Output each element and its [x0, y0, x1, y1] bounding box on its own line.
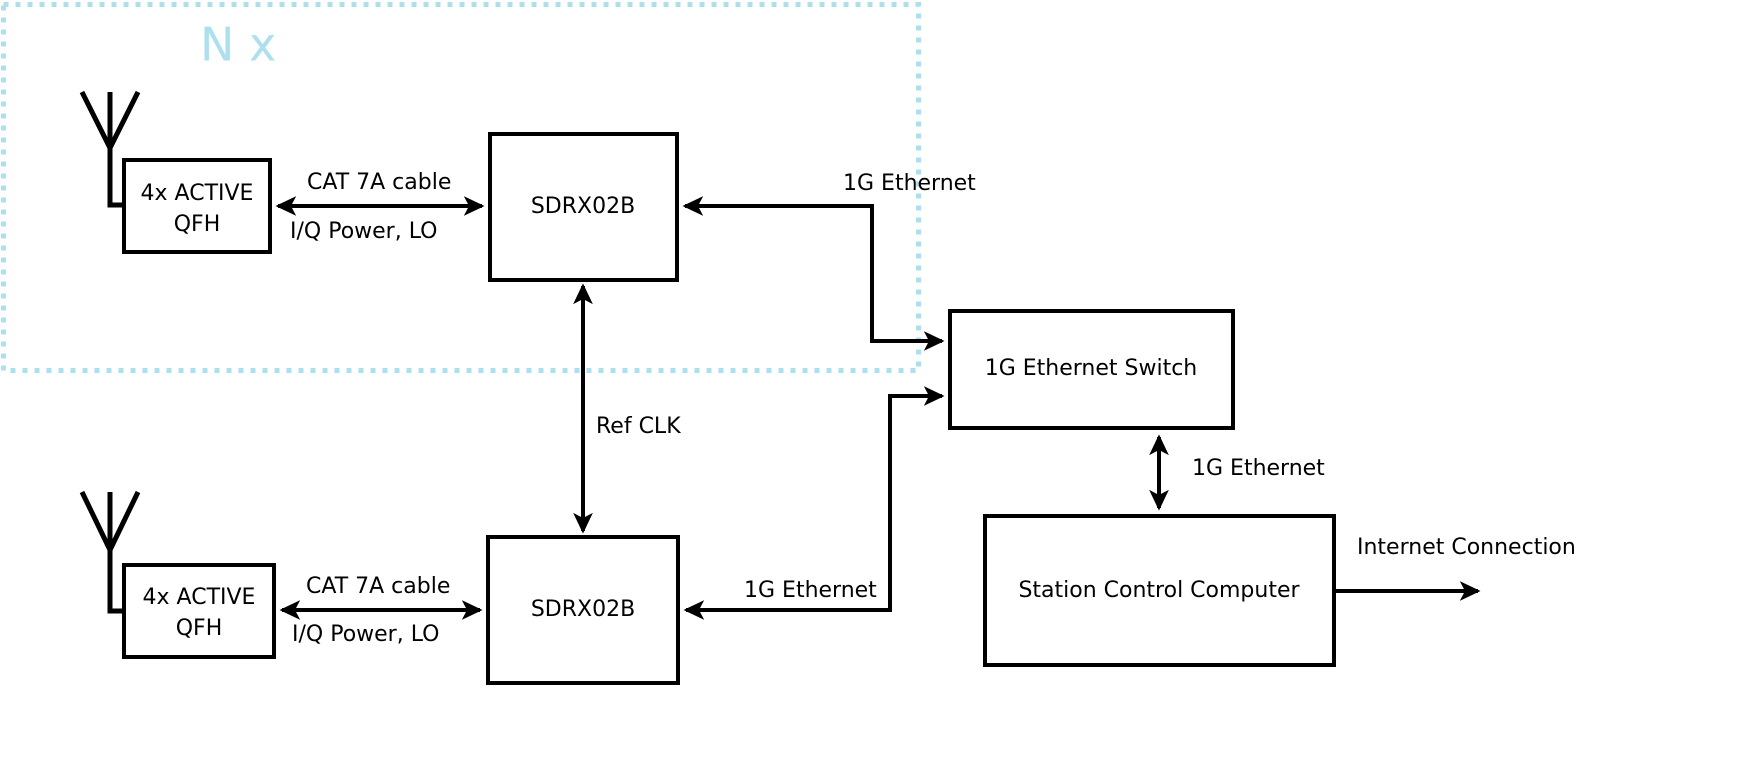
edge-label-internet-connection: Internet Connection [1357, 535, 1576, 560]
group-boundary-nx [1, 2, 921, 373]
node-qfh-bottom-label-line1: 4x ACTIVE [143, 585, 256, 610]
node-ethernet-switch[interactable] [948, 309, 1235, 430]
edge-label-eth-sdr-bottom: 1G Ethernet [744, 578, 877, 603]
node-qfh-bottom[interactable] [122, 563, 276, 659]
edge-label-eth-switch-computer: 1G Ethernet [1192, 456, 1325, 481]
antenna-icon-bottom [79, 490, 141, 614]
antenna-icon-top [79, 90, 141, 208]
node-sdr-top[interactable] [488, 132, 679, 282]
edge-label-eth-sdr-top: 1G Ethernet [843, 171, 976, 196]
edge-label-cat7a-top-above: CAT 7A cable [307, 170, 451, 195]
edge-label-ref-clk: Ref CLK [596, 414, 681, 439]
node-qfh-top-label-line2: QFH [174, 212, 221, 237]
node-qfh-top-label-line1: 4x ACTIVE [141, 181, 254, 206]
node-station-control-computer-label: Station Control Computer [1018, 578, 1300, 603]
node-sdr-bottom-label: SDRX02B [531, 597, 635, 622]
edge-eth-sdr-bottom [683, 386, 945, 620]
edge-label-cat7a-top-below: I/Q Power, LO [290, 219, 438, 244]
node-station-control-computer[interactable] [983, 514, 1336, 667]
node-sdr-top-label: SDRX02B [531, 194, 635, 219]
node-qfh-bottom-label-line2: QFH [176, 616, 223, 641]
edge-label-cat7a-bottom-above: CAT 7A cable [306, 574, 450, 599]
node-sdr-bottom[interactable] [486, 535, 680, 685]
node-qfh-top[interactable] [122, 158, 272, 254]
edge-eth-sdr-top [682, 196, 945, 351]
group-label-nx: N x [200, 18, 276, 72]
edge-label-cat7a-bottom-below: I/Q Power, LO [292, 622, 440, 647]
node-ethernet-switch-label: 1G Ethernet Switch [985, 356, 1198, 381]
